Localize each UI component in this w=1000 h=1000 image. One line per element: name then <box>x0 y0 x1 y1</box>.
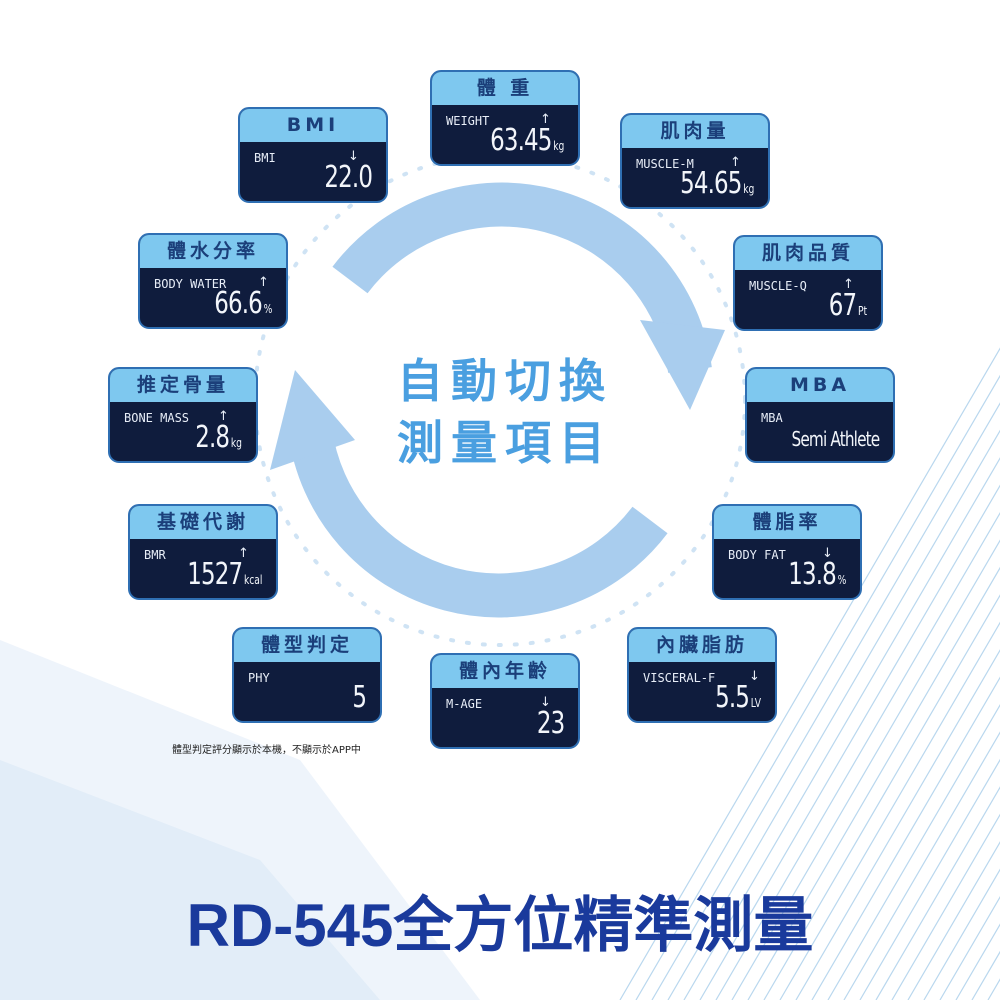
value-unit: kg <box>742 182 754 196</box>
card-label: MUSCLE-M <box>636 157 694 171</box>
card-title: 肌肉量 <box>622 115 768 148</box>
value-number: 23 <box>536 706 565 741</box>
card-label: VISCERAL-F <box>643 671 716 685</box>
value-number: 54.65 <box>679 166 742 201</box>
value-unit: kg <box>552 139 564 153</box>
arrow-down-icon: ↓ <box>822 546 833 561</box>
value-number: 63.45 <box>489 123 552 158</box>
card-title: 肌肉品質 <box>735 237 881 270</box>
card-title: BMI <box>240 109 386 142</box>
card-title: 體脂率 <box>714 506 860 539</box>
card-physique: 體型判定 PHY 5 <box>232 627 382 723</box>
center-caption: 自動切換 測量項目 <box>390 350 620 474</box>
card-label: BONE MASS <box>124 411 190 425</box>
card-label: M-AGE <box>446 697 483 711</box>
card-label: MUSCLE-Q <box>749 279 807 293</box>
card-body-water: 體水分率 BODY WATER ↑66.6% <box>138 233 288 329</box>
value-number: 2.8 <box>195 420 230 455</box>
value-unit: % <box>837 573 846 587</box>
card-value: 5 <box>352 680 367 715</box>
page-title: RD-545全方位精準測量 <box>186 892 814 959</box>
card-label: BODY FAT <box>728 548 786 562</box>
center-line-1: 自動切換 <box>397 354 613 408</box>
card-title: 基礎代謝 <box>130 506 276 539</box>
value-number: 22.0 <box>324 160 373 195</box>
card-title: 推定骨量 <box>110 369 256 402</box>
arrow-up-icon: ↑ <box>238 546 249 561</box>
card-bmi: BMI BMI ↓22.0 <box>238 107 388 203</box>
arrow-up-icon: ↑ <box>258 275 269 290</box>
card-label: PHY <box>248 671 270 685</box>
card-title: MBA <box>747 369 893 402</box>
card-value: 23 <box>536 706 565 741</box>
value-unit: LV <box>750 696 761 710</box>
card-title: 內臟脂肪 <box>629 629 775 662</box>
value-number: 67 <box>828 288 857 323</box>
card-body-fat: 體脂率 BODY FAT ↓13.8% <box>712 504 862 600</box>
arrow-up-icon: ↑ <box>540 112 551 127</box>
card-value: 66.6% <box>214 286 272 321</box>
card-metabolic-age: 體內年齡 M-AGE ↓23 <box>430 653 580 749</box>
arrow-up-icon: ↑ <box>218 409 229 424</box>
value-unit: % <box>263 302 272 316</box>
card-title: 體內年齡 <box>432 655 578 688</box>
value-unit: Pt <box>857 304 867 318</box>
center-line-2: 測量項目 <box>397 416 613 470</box>
card-value: 22.0 <box>324 160 373 195</box>
value-number: 5.5 <box>715 680 750 715</box>
card-label: WEIGHT <box>446 114 490 128</box>
arrow-down-icon: ↓ <box>540 695 551 710</box>
value-number: Semi Athlete <box>791 427 880 451</box>
arrow-down-icon: ↓ <box>749 669 760 684</box>
cycle-arrows-icon <box>270 182 725 618</box>
value-number: 66.6 <box>213 286 263 321</box>
card-label: BODY WATER <box>154 277 227 291</box>
footnote: 體型判定評分顯示於本機，不顯示於APP中 <box>172 745 361 756</box>
card-label: MBA <box>761 411 783 425</box>
card-title: 體 重 <box>432 72 578 105</box>
arrow-down-icon: ↓ <box>348 149 359 164</box>
card-value: Semi Athlete <box>791 427 880 451</box>
value-number: 1527 <box>186 557 243 592</box>
value-unit: kcal <box>243 573 262 587</box>
card-value: 13.8% <box>788 557 846 592</box>
value-unit: kg <box>230 436 242 450</box>
card-mba: MBA MBA Semi Athlete <box>745 367 895 463</box>
value-number: 5 <box>352 680 367 715</box>
arrow-up-icon: ↑ <box>730 155 741 170</box>
card-title: 體水分率 <box>140 235 286 268</box>
arrow-up-icon: ↑ <box>843 277 854 292</box>
card-title: 體型判定 <box>234 629 380 662</box>
card-label: BMR <box>144 548 166 562</box>
value-number: 13.8 <box>787 557 837 592</box>
card-label: BMI <box>254 151 276 165</box>
